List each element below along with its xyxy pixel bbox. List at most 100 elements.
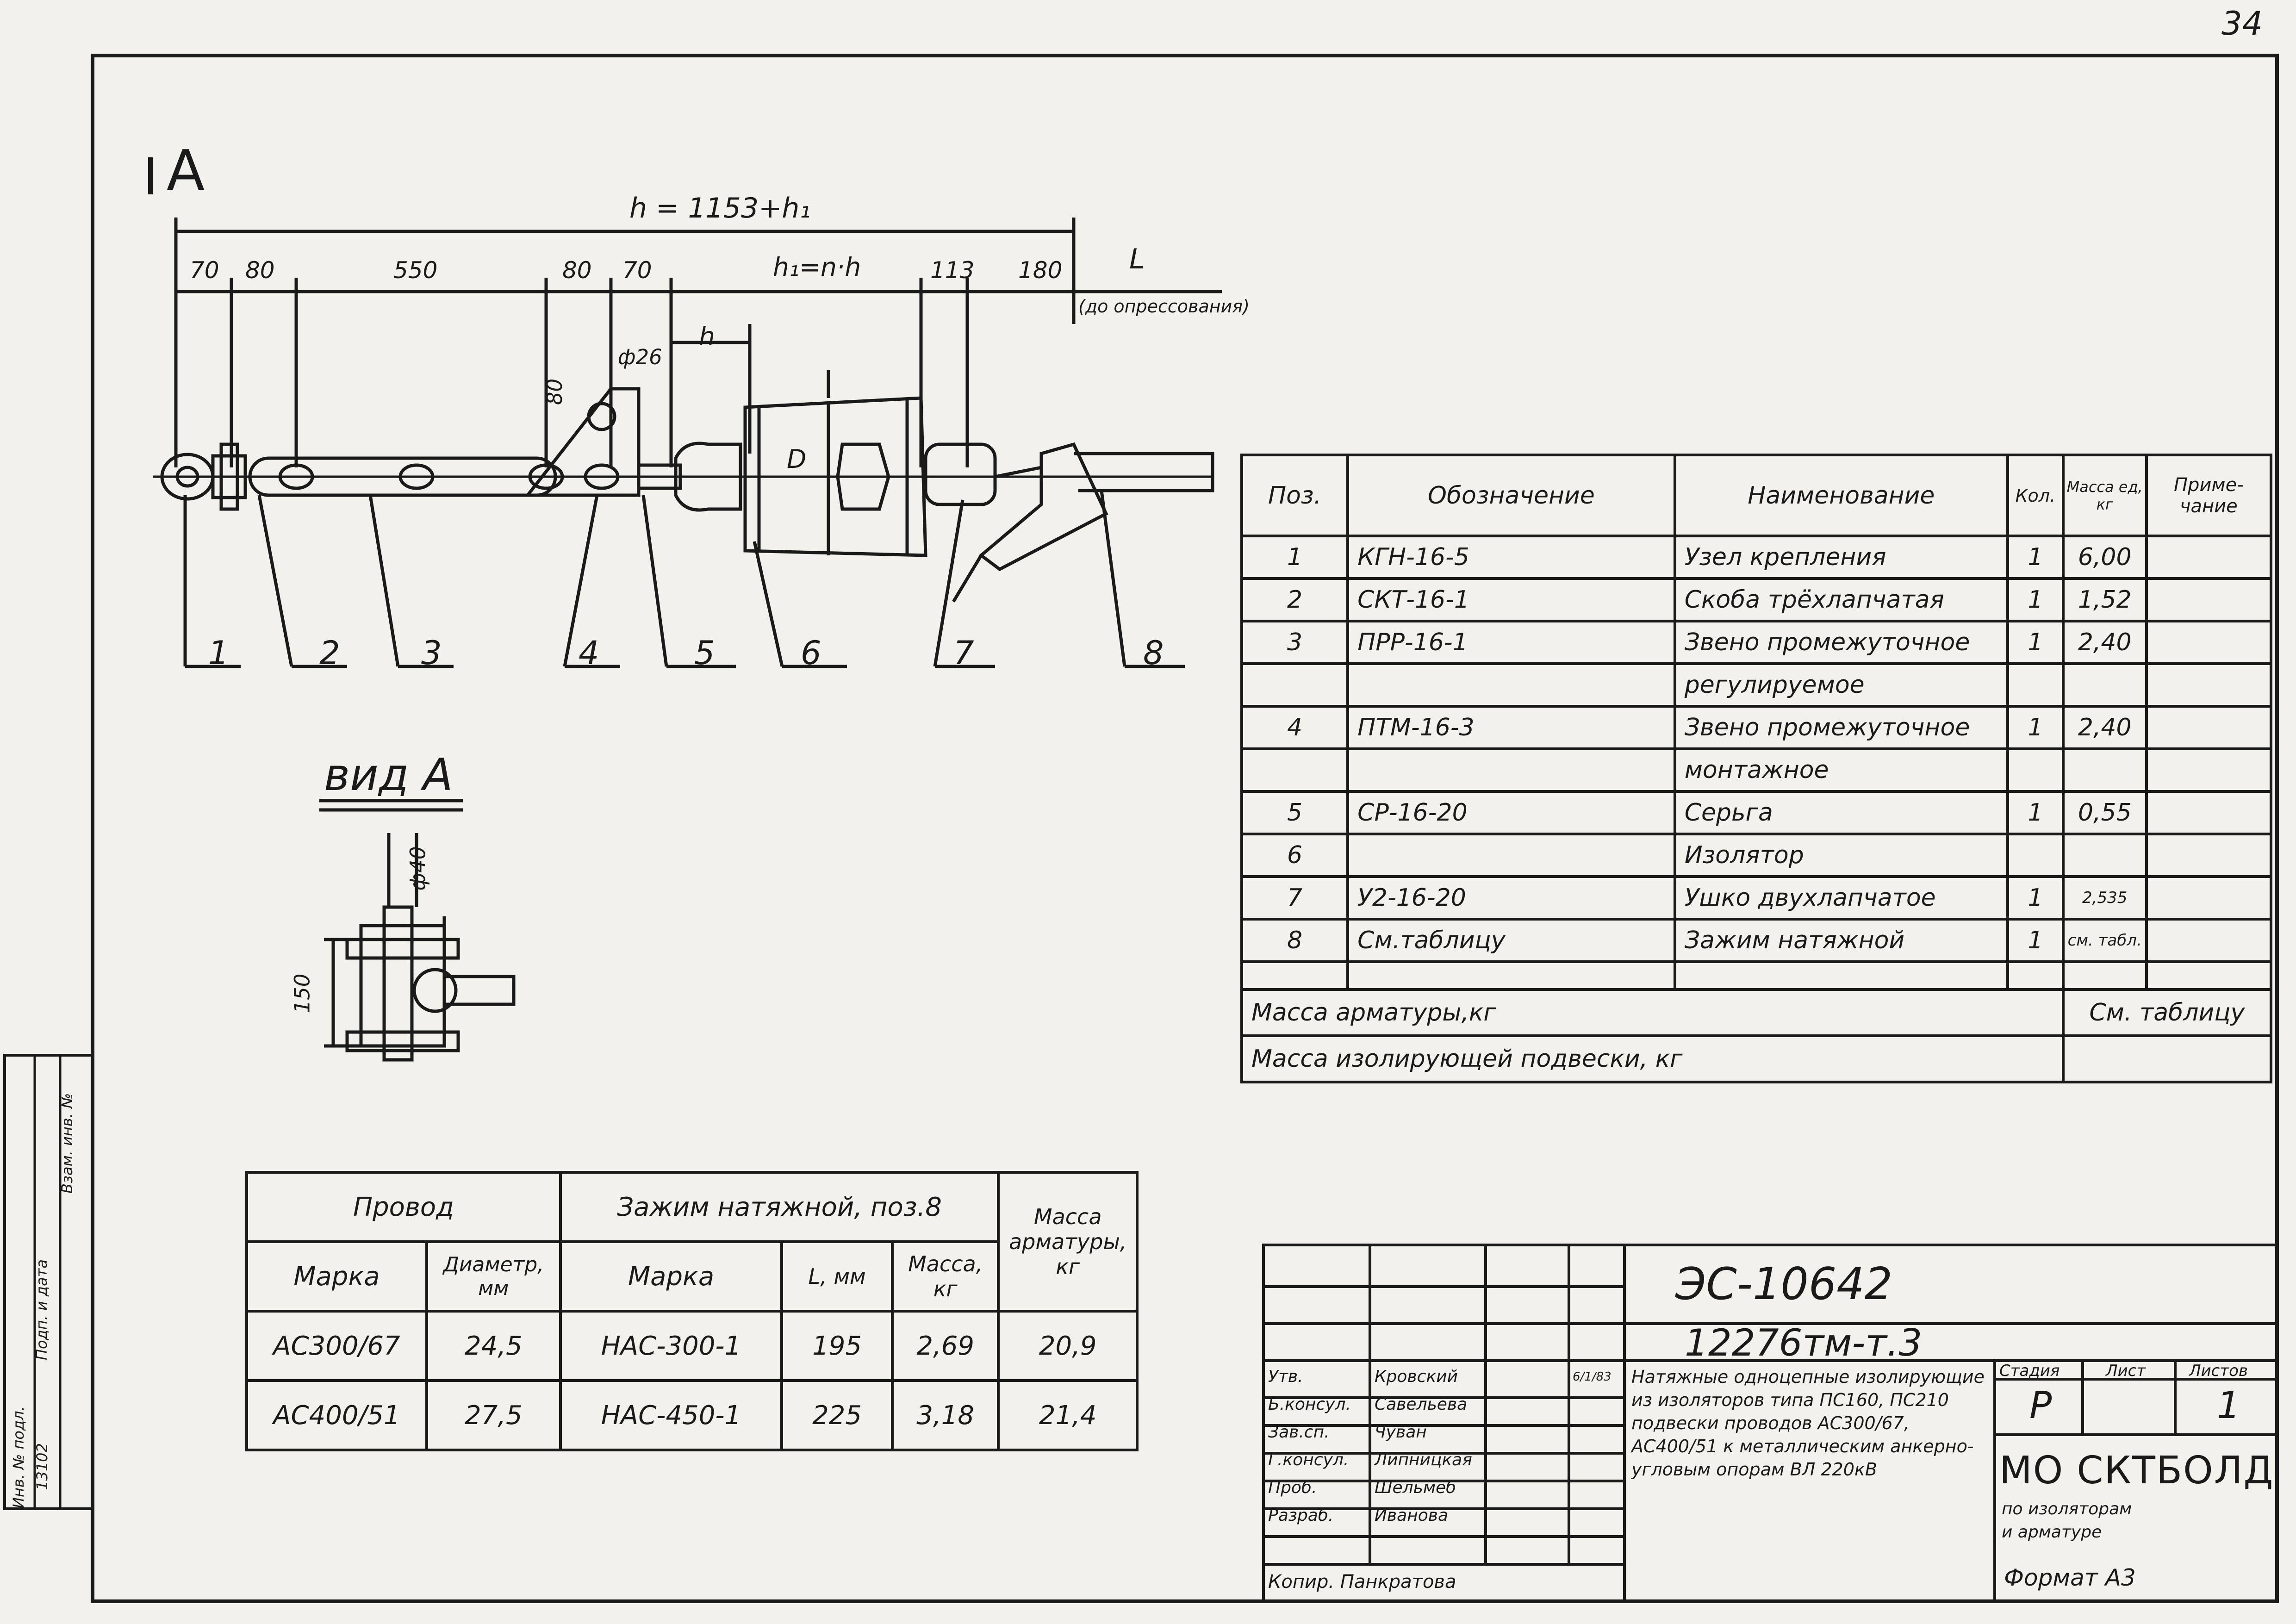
signatory-name: Шельмеб bbox=[1375, 1478, 1456, 1497]
wire-cell: НАС-450-1 bbox=[559, 1379, 784, 1451]
wire-cell: 21,4 bbox=[997, 1379, 1139, 1451]
wire-subheader-diameter: Диаметр, мм bbox=[425, 1240, 562, 1313]
spec-cell-name: Звено промежуточное bbox=[1673, 620, 2010, 665]
spec-cell-mass: 0,55 bbox=[2061, 790, 2148, 835]
wire-table-sub-header: Марка Диаметр, мм Марка L, мм Масса, кг bbox=[245, 1240, 1137, 1313]
clamp-subheader-grade: Марка bbox=[559, 1240, 784, 1313]
spec-cell-note bbox=[2145, 918, 2273, 963]
position-label-2: 2 bbox=[319, 634, 340, 672]
sign-date: 6/1/83 bbox=[1573, 1370, 1612, 1384]
spec-cell-qty bbox=[2006, 747, 2065, 793]
dimension-D: D bbox=[787, 444, 807, 474]
spec-header-note: Приме-чание bbox=[2145, 454, 2273, 537]
spec-cell-designation: ПТМ-16-3 bbox=[1346, 705, 1676, 750]
spec-cell-mass: 6,00 bbox=[2061, 535, 2148, 580]
dimension-70-right: 70 bbox=[622, 257, 652, 284]
margin-label-inv: Инв. № подл. bbox=[10, 1406, 27, 1508]
wire-cell: 225 bbox=[780, 1379, 894, 1451]
wire-cell: АС400/51 bbox=[245, 1379, 428, 1451]
spec-cell-designation bbox=[1346, 833, 1676, 878]
sheets-label: Листов bbox=[2189, 1362, 2248, 1380]
spec-cell-name: Скоба трёхлапчатая bbox=[1673, 577, 2010, 622]
position-label-5: 5 bbox=[694, 634, 715, 672]
sheet-frame bbox=[91, 54, 2279, 1603]
signatory-name: Чуван bbox=[1375, 1423, 1427, 1442]
spec-cell-qty: 1 bbox=[2006, 875, 2065, 921]
wire-header-mass: Масса арматуры, кг bbox=[997, 1171, 1139, 1313]
spec-cell-pos: 4 bbox=[1240, 705, 1350, 750]
spec-row: 4 ПТМ-16-3 Звено промежуточное 1 2,40 bbox=[1240, 705, 2273, 750]
role-label: Проб. bbox=[1268, 1478, 1317, 1497]
binding-strip bbox=[3, 1054, 94, 1510]
spec-cell-note bbox=[2145, 747, 2273, 793]
role-list: Утв. Б.консул. Зав.сп. Г.консул. Проб. Р… bbox=[1268, 1363, 1351, 1530]
organization-name: МО СКТБОЛД bbox=[1999, 1449, 2274, 1493]
spec-row: 2 СКТ-16-1 Скоба трёхлапчатая 1 1,52 bbox=[1240, 577, 2273, 622]
spec-cell-designation: ПРР-16-1 bbox=[1346, 620, 1676, 665]
organization-sub-1: по изоляторам bbox=[2002, 1500, 2132, 1518]
spec-cell-name: Звено промежуточное bbox=[1673, 705, 2010, 750]
spec-cell-mass bbox=[2061, 747, 2148, 793]
wire-cell: 3,18 bbox=[891, 1379, 1000, 1451]
sheets-value: 1 bbox=[2217, 1384, 2240, 1427]
spec-cell-name: Изолятор bbox=[1673, 833, 2010, 878]
signatory-name: Липницкая bbox=[1375, 1450, 1472, 1469]
position-label-6: 6 bbox=[801, 634, 821, 672]
doc-description: Натяжные одноцепные изолирующие из изоля… bbox=[1631, 1367, 1985, 1480]
spec-header-qty: Кол. bbox=[2006, 454, 2065, 537]
role-label: Г.консул. bbox=[1268, 1450, 1349, 1469]
spec-row: 3 ПРР-16-1 Звено промежуточное 1 2,40 bbox=[1240, 620, 2273, 665]
spec-header-mass: Масса ед, кг bbox=[2061, 454, 2148, 537]
position-label-1: 1 bbox=[208, 634, 229, 672]
spec-cell-note bbox=[2145, 705, 2273, 750]
wire-cell: 20,9 bbox=[997, 1310, 1139, 1382]
wire-table-group-header: Провод Зажим натяжной, поз.8 Масса армат… bbox=[245, 1171, 1139, 1313]
spec-row: 8 См.таблицу Зажим натяжной 1 см. табл. bbox=[1240, 918, 2273, 963]
spec-row: 5 СР-16-20 Серьга 1 0,55 bbox=[1240, 790, 2273, 835]
spec-mass-armature-row: Масса арматуры,кг См. таблицу bbox=[1240, 988, 2273, 1037]
spec-header-row: Поз. Обозначение Наименование Кол. Масса… bbox=[1240, 454, 2273, 537]
copier-note: Копир. Панкратова bbox=[1268, 1571, 1456, 1593]
mass-armature-label: Масса арматуры,кг bbox=[1240, 988, 2065, 1037]
name-list: Кровский Савельева Чуван Липницкая Шельм… bbox=[1375, 1363, 1472, 1530]
wire-cell: 27,5 bbox=[425, 1379, 562, 1451]
mass-suspension-value bbox=[2061, 1034, 2273, 1083]
spec-cell-qty bbox=[2006, 662, 2065, 708]
spec-cell-pos: 6 bbox=[1240, 833, 1350, 878]
dimension-180: 180 bbox=[1018, 257, 1063, 284]
spec-cell-note bbox=[2145, 790, 2273, 835]
spec-cell-name: Ушко двухлапчатое bbox=[1673, 875, 2010, 921]
spec-cell-pos: 8 bbox=[1240, 918, 1350, 963]
spec-cell-pos bbox=[1240, 747, 1350, 793]
stage-label: Стадия bbox=[1999, 1362, 2060, 1380]
spec-cell-mass: 2,40 bbox=[2061, 705, 2148, 750]
spec-cell-qty: 1 bbox=[2006, 535, 2065, 580]
spec-header-designation: Обозначение bbox=[1346, 454, 1676, 537]
spec-cell-pos: 3 bbox=[1240, 620, 1350, 665]
wire-cell: 24,5 bbox=[425, 1310, 562, 1382]
clamp-subheader-length: L, мм bbox=[780, 1240, 894, 1313]
dimension-550: 550 bbox=[393, 257, 438, 284]
spec-row: регулируемое bbox=[1240, 662, 2273, 708]
position-label-3: 3 bbox=[421, 634, 442, 672]
specification-table: Поз. Обозначение Наименование Кол. Масса… bbox=[1240, 454, 2273, 1083]
spec-row-blank bbox=[1240, 960, 2273, 991]
spec-cell-pos: 1 bbox=[1240, 535, 1350, 580]
wire-cell: НАС-300-1 bbox=[559, 1310, 784, 1382]
spec-header-pos: Поз. bbox=[1240, 454, 1350, 537]
margin-label-replace: Взам. инв. № bbox=[58, 1093, 76, 1194]
wire-header-wire: Провод bbox=[245, 1171, 562, 1243]
spec-cell-note bbox=[2145, 662, 2273, 708]
signatory-name: Савельева bbox=[1375, 1395, 1468, 1414]
wire-header-clamp: Зажим натяжной, поз.8 bbox=[559, 1171, 1000, 1243]
dimension-80-right: 80 bbox=[562, 257, 592, 284]
spec-cell-mass: 2,535 bbox=[2061, 875, 2148, 921]
dimension-80-left: 80 bbox=[245, 257, 275, 284]
spec-cell-designation: КГН-16-5 bbox=[1346, 535, 1676, 580]
spec-cell-pos: 2 bbox=[1240, 577, 1350, 622]
spec-cell-designation: У2-16-20 bbox=[1346, 875, 1676, 921]
spec-cell-qty: 1 bbox=[2006, 620, 2065, 665]
wire-table-row: АС400/51 27,5 НАС-450-1 225 3,18 21,4 bbox=[245, 1379, 1139, 1451]
spec-cell-note bbox=[2145, 833, 2273, 878]
spec-cell-pos bbox=[1240, 662, 1350, 708]
